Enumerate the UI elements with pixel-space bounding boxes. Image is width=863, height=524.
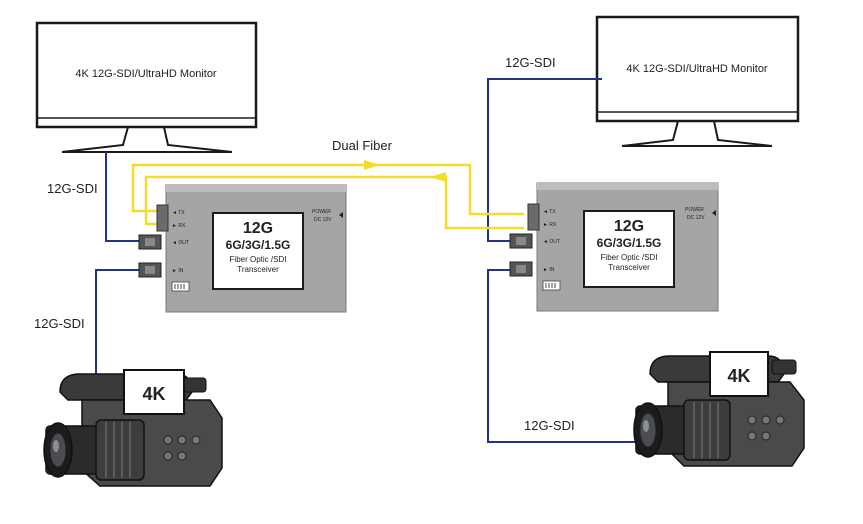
- transceiver-right-power-arrow: [712, 210, 716, 216]
- transceiver-left-line2: Transceiver: [237, 265, 279, 274]
- transceiver-left-rates: 6G/3G/1.5G: [226, 238, 291, 252]
- transceiver-left-line1: Fiber Optic /SDI: [230, 255, 287, 264]
- fiber-rx-left: [144, 175, 524, 230]
- monitor-left: 4K 12G-SDI/UltraHD Monitor: [35, 21, 258, 153]
- transceiver-left-panel: [212, 212, 304, 290]
- sdi-cable-left-camera: [95, 269, 140, 376]
- transceiver-left-out: ◄ OUT: [172, 240, 189, 246]
- transceiver-left-in: ► IN: [172, 268, 184, 274]
- transceiver-right-panel: [583, 210, 675, 288]
- transceiver-right-rates: 6G/3G/1.5G: [597, 236, 662, 250]
- sdi-label-left-camera: 12G-SDI: [34, 316, 85, 331]
- transceiver-left-power: POWER: [312, 209, 331, 215]
- transceiver-right-out: ◄ OUT: [543, 239, 560, 245]
- transceiver-right-in: ► IN: [543, 267, 555, 273]
- sdi-label-right-monitor: 12G-SDI: [505, 55, 556, 70]
- transceiver-right-fiber-port: [527, 203, 540, 231]
- fiber-tx-left: [131, 163, 524, 216]
- camera-right: 4K: [633, 351, 805, 467]
- fiber-arrow-right: [364, 160, 380, 170]
- transceiver-left-tx: ◄ TX: [172, 210, 185, 216]
- transceiver-left-main: 12G: [243, 220, 273, 237]
- dual-fiber: [131, 163, 524, 230]
- camera-right-badge: 4K: [727, 366, 750, 386]
- transceiver-left-dc: DC 12V: [314, 217, 332, 223]
- transceiver-left-power-arrow: [339, 212, 343, 218]
- sdi-cable-left-monitor: [105, 152, 140, 242]
- transceiver-left: 12G 6G/3G/1.5G Fiber Optic /SDI Transcei…: [138, 184, 347, 313]
- camera-left: 4K: [43, 369, 223, 487]
- monitor-right: 4K 12G-SDI/UltraHD Monitor: [595, 15, 800, 147]
- sdi-cable-right-monitor: [487, 78, 602, 242]
- camera-left-screen: [123, 369, 185, 415]
- transceiver-right-main: 12G: [614, 218, 644, 235]
- sdi-cables: [95, 78, 638, 443]
- transceiver-right-line1: Fiber Optic /SDI: [601, 253, 658, 262]
- transceiver-right-rx: ► RX: [543, 222, 557, 228]
- transceiver-right: 12G 6G/3G/1.5G Fiber Optic /SDI Transcei…: [509, 182, 719, 312]
- transceiver-left-rx: ► RX: [172, 223, 186, 229]
- transceiver-right-dc: DC 12V: [687, 215, 705, 221]
- transceiver-right-line2: Transceiver: [608, 263, 650, 272]
- sdi-label-left-monitor: 12G-SDI: [47, 181, 98, 196]
- sdi-label-right-camera: 12G-SDI: [524, 418, 575, 433]
- sdi-cable-right-camera: [487, 269, 638, 443]
- monitor-right-label: 4K 12G-SDI/UltraHD Monitor: [626, 63, 768, 75]
- fiber-arrow-left: [430, 172, 446, 182]
- camera-left-badge: 4K: [142, 384, 165, 404]
- camera-right-screen: [709, 351, 769, 397]
- fiber-label: Dual Fiber: [332, 138, 393, 153]
- transceiver-right-power: POWER: [685, 207, 704, 213]
- transceiver-left-fiber-port: [156, 204, 169, 232]
- monitor-left-label: 4K 12G-SDI/UltraHD Monitor: [75, 68, 217, 80]
- monitor-right-screen: [595, 15, 800, 123]
- monitor-left-screen: [35, 21, 258, 129]
- transceiver-right-tx: ◄ TX: [543, 209, 556, 215]
